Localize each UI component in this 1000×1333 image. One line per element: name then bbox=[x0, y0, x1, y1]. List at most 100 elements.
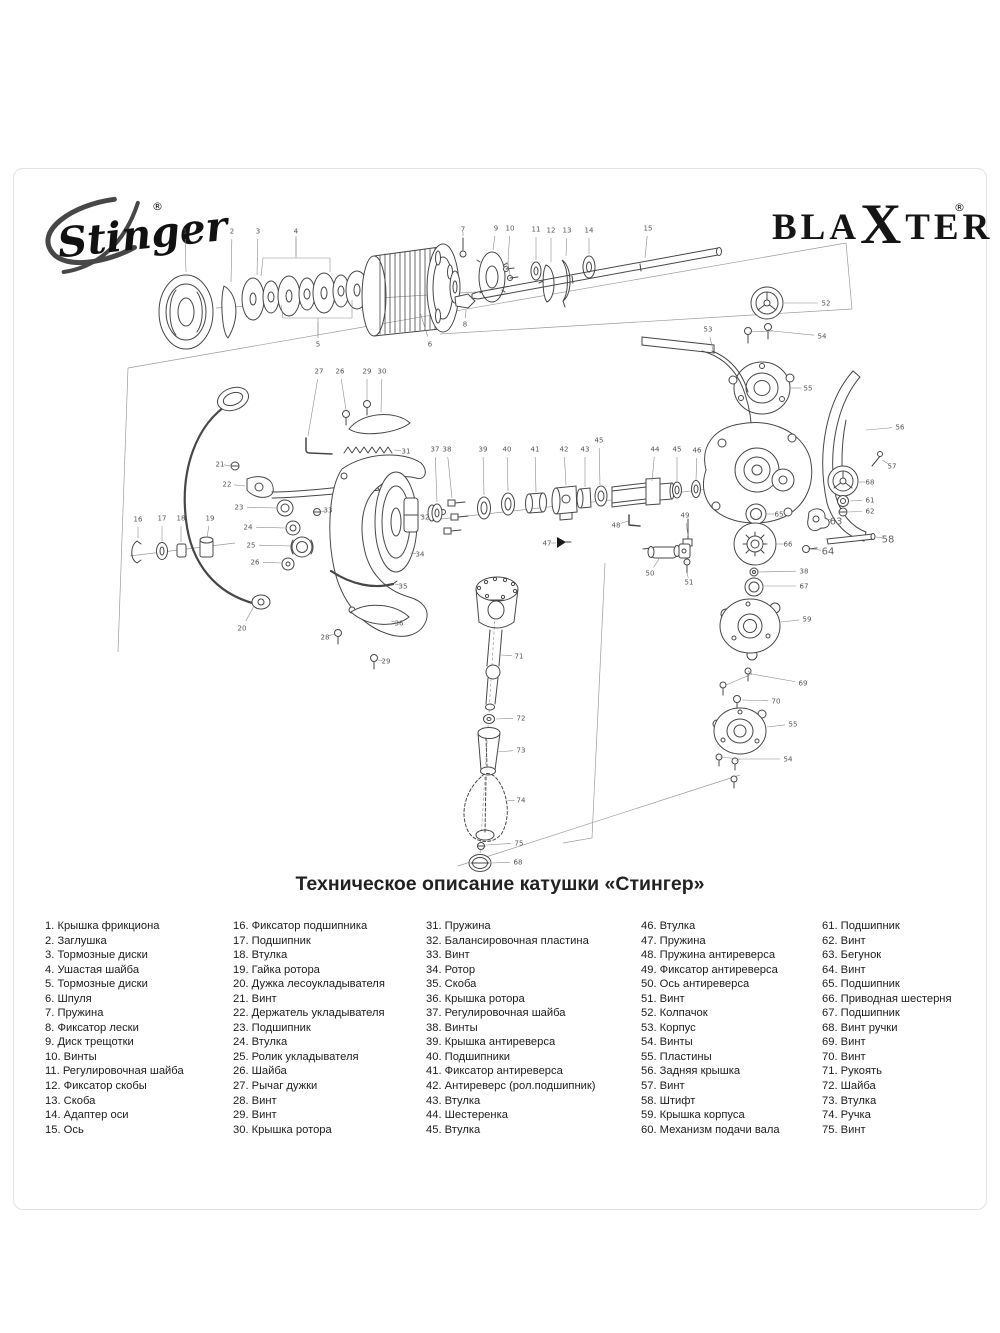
callout-leader bbox=[780, 619, 800, 623]
part-item: 66. Приводная шестерня bbox=[822, 992, 952, 1005]
callout-leader bbox=[485, 843, 512, 846]
part-item: 60. Механизм подачи вала bbox=[641, 1123, 780, 1136]
part-item: 17. Подшипник bbox=[233, 934, 311, 947]
part-item: 24. Втулка bbox=[233, 1036, 288, 1049]
blaxter-logo: BLAXTER ® bbox=[772, 193, 989, 256]
callout-number: 12 bbox=[547, 227, 556, 235]
callout-leader bbox=[564, 456, 567, 486]
callout-number: 70 bbox=[772, 698, 781, 706]
callout-leader bbox=[380, 378, 383, 413]
callout-number: 74 bbox=[517, 797, 526, 805]
part-item: 53. Корпус bbox=[641, 1021, 696, 1034]
spool bbox=[361, 243, 461, 337]
callout-leader bbox=[340, 378, 347, 411]
part-item: 73. Втулка bbox=[822, 1094, 877, 1107]
part-item: 47. Пружина bbox=[641, 934, 706, 947]
page-title: Техническое описание катушки «Стингер» bbox=[295, 873, 705, 895]
drag-discs bbox=[241, 270, 369, 321]
knob-bushing bbox=[477, 727, 501, 776]
callout-number: 5 bbox=[316, 341, 320, 349]
main-shaft bbox=[471, 247, 722, 300]
callout-number: 24 bbox=[244, 524, 253, 532]
drive-gear bbox=[733, 522, 777, 566]
callout-number: 15 bbox=[644, 225, 653, 233]
plate-bottom bbox=[712, 707, 767, 755]
callout-number: 13 bbox=[563, 227, 572, 235]
part-item: 1. Крышка фрикциона bbox=[45, 920, 160, 932]
callout-leader bbox=[320, 510, 326, 513]
part-item: 18. Втулка bbox=[233, 949, 288, 962]
callout-number: 31 bbox=[402, 448, 411, 456]
callout-leader bbox=[206, 525, 210, 539]
part-item: 14. Адаптер оси bbox=[45, 1109, 129, 1122]
cap-52 bbox=[750, 286, 784, 320]
stinger-tail-icon bbox=[61, 200, 140, 275]
callout-leader bbox=[234, 484, 246, 487]
callout-leader bbox=[709, 336, 714, 351]
part-item: 72. Шайба bbox=[822, 1080, 876, 1093]
part-item: 51. Винт bbox=[641, 992, 685, 1005]
callout-number: 49 bbox=[681, 512, 690, 520]
callout-number: 75 bbox=[515, 840, 524, 848]
callout-leader bbox=[651, 456, 655, 482]
callout-number: 69 bbox=[799, 680, 808, 688]
callout-leader bbox=[258, 544, 292, 547]
part-item: 40. Подшипники bbox=[426, 1050, 511, 1063]
callout-leader bbox=[255, 526, 286, 529]
part-item: 26. Шайба bbox=[233, 1065, 287, 1078]
part-item: 34. Ротор bbox=[426, 963, 476, 976]
part-item: 35. Скоба bbox=[426, 978, 477, 991]
callout-leader bbox=[184, 238, 187, 273]
callout-number: 26 bbox=[336, 368, 345, 376]
callout-leader bbox=[653, 558, 660, 568]
callout-number: 68 bbox=[866, 479, 875, 487]
callout-leader bbox=[492, 235, 496, 251]
part-item: 75. Винт bbox=[822, 1123, 866, 1136]
callout-leader bbox=[825, 518, 833, 521]
callout-number: 47 bbox=[543, 540, 552, 548]
callout-number: 36 bbox=[395, 620, 404, 628]
callout-number: 55 bbox=[789, 721, 798, 729]
callout-number: 37 bbox=[431, 446, 440, 454]
callout-leader bbox=[504, 800, 515, 802]
stinger-reg-mark: ® bbox=[152, 200, 163, 213]
part-item: 30. Крышка ротора bbox=[233, 1123, 332, 1136]
callout-leader bbox=[409, 552, 417, 554]
callout-number: 43 bbox=[581, 446, 590, 454]
part-item: 10. Винты bbox=[45, 1050, 97, 1063]
callout-number: 61 bbox=[866, 497, 875, 505]
callout-number: 68 bbox=[514, 859, 523, 867]
callout-number: 26 bbox=[251, 559, 260, 567]
part-item: 21. Винт bbox=[233, 992, 277, 1005]
stinger-swoosh-icon bbox=[45, 196, 137, 266]
callout-number: 40 bbox=[503, 446, 512, 454]
callout-number: 6 bbox=[428, 341, 433, 349]
callout-number: 33 bbox=[324, 507, 333, 515]
callout-leader bbox=[506, 456, 509, 492]
callout-leader bbox=[865, 427, 893, 431]
part-item: 41. Фиксатор антиреверса bbox=[426, 1065, 563, 1078]
callout-number: 65 bbox=[775, 511, 784, 519]
part-item: 3. Тормозные диски bbox=[45, 949, 148, 962]
callout-number: 62 bbox=[866, 508, 875, 516]
callout-number: 52 bbox=[822, 300, 831, 308]
spool-assembly bbox=[158, 236, 722, 350]
bail-wire bbox=[183, 386, 271, 610]
callout-leader bbox=[685, 522, 689, 537]
part-item: 16. Фиксатор подшипника bbox=[233, 920, 368, 932]
part-item: 12. Фиксатор скобы bbox=[45, 1080, 147, 1093]
stinger-wordmark: Stinger bbox=[55, 201, 233, 267]
callout-leader bbox=[495, 718, 514, 720]
body-cover-plate bbox=[719, 598, 781, 661]
callout-leader bbox=[810, 548, 822, 551]
part-item: 38. Винты bbox=[426, 1021, 478, 1034]
callout-leader bbox=[741, 699, 769, 702]
part-item: 4. Ушастая шайба bbox=[45, 963, 140, 976]
